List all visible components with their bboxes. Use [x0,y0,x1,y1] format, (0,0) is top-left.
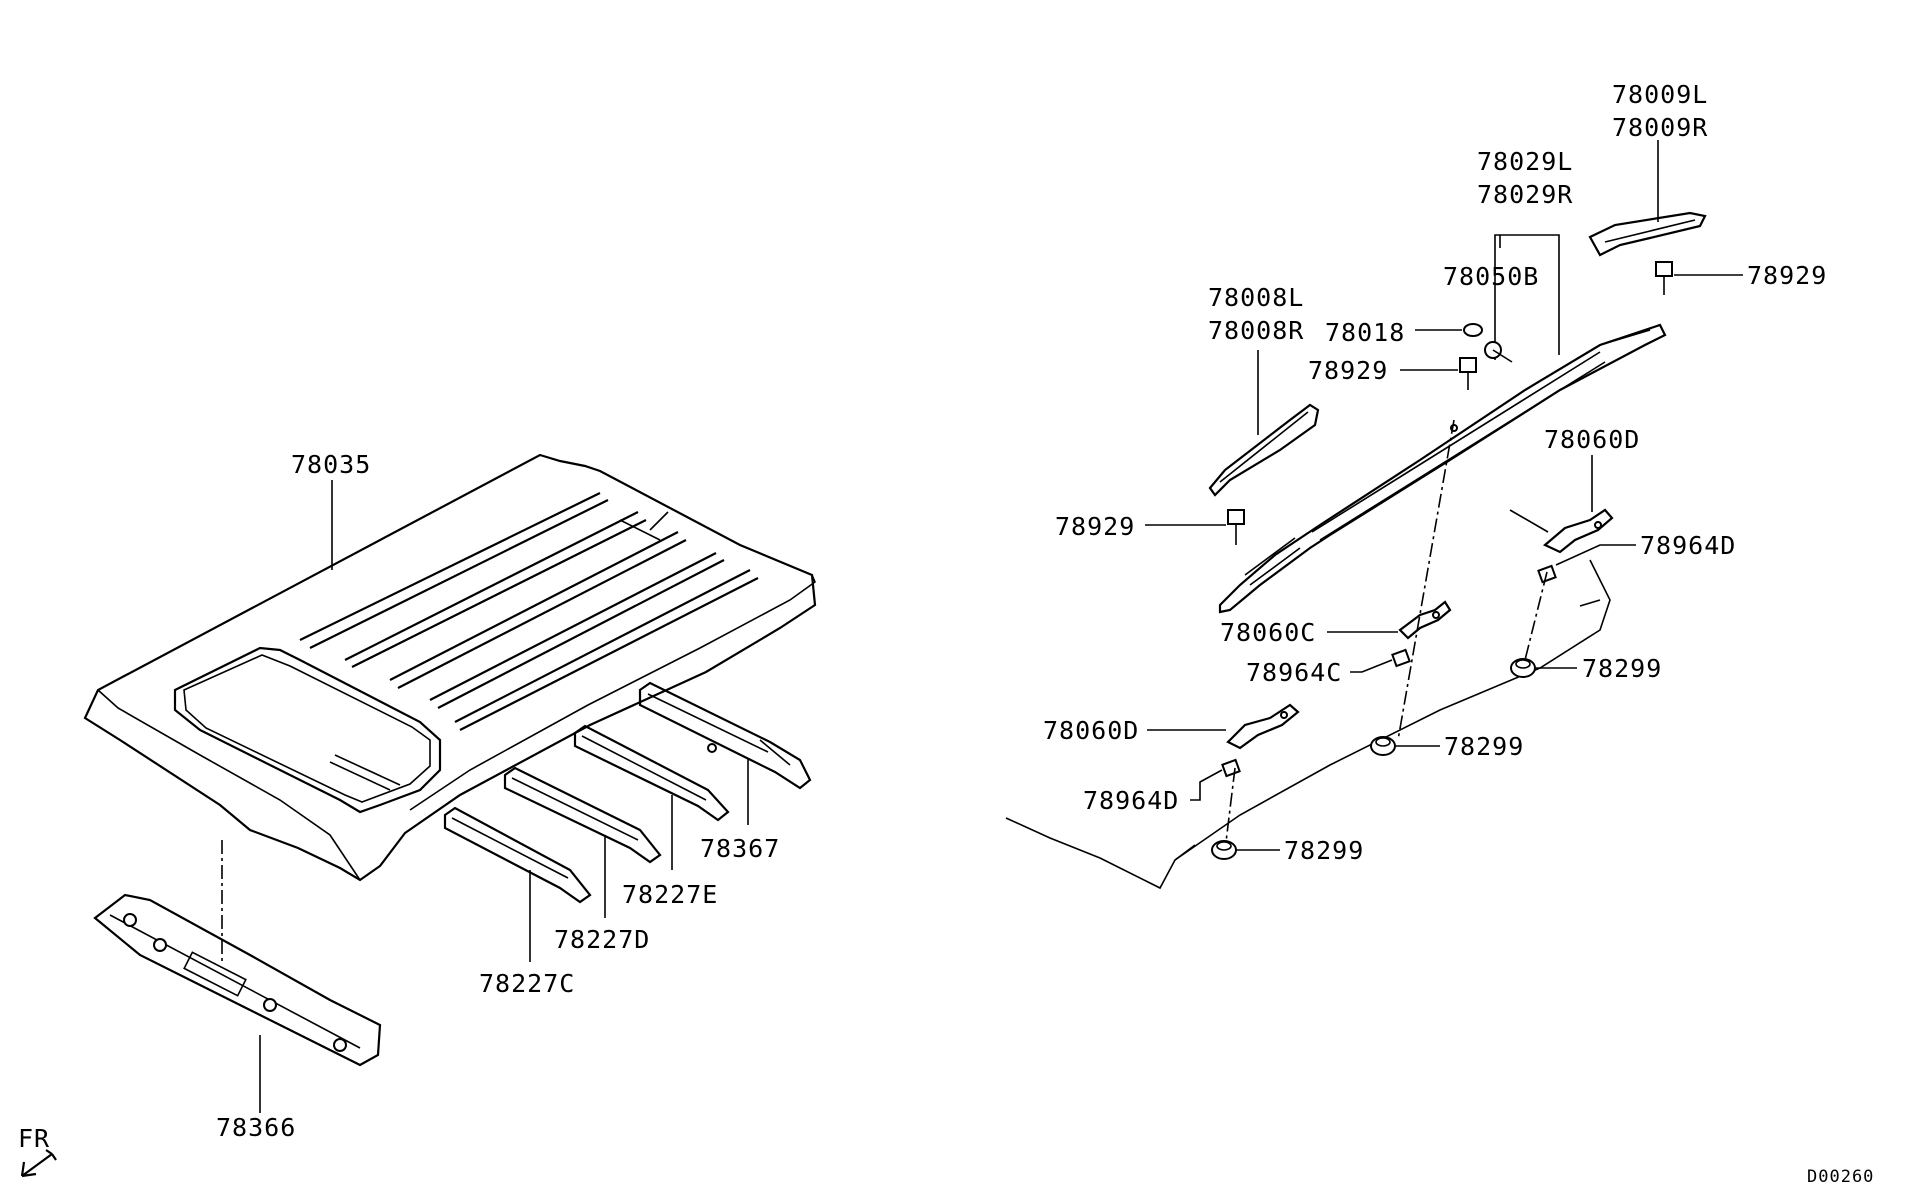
roof-bow-e [573,724,730,822]
rail-front-cover [1208,403,1320,497]
label-rear-header: 78367 [700,834,780,863]
fastener-axis-rear [1524,571,1548,661]
roof-bow-d [503,766,662,864]
bolt-front [1227,509,1245,545]
fastener-axis-front [1225,767,1236,843]
label-bolt-mid: 78929 [1308,356,1388,385]
label-spacer-front: 78964D [1083,786,1179,815]
fastener-axis-mid [1397,419,1455,741]
label-bow-c: 78227C [479,969,575,998]
bracket-mid [1398,600,1452,640]
label-rail-front-cover-r: 78008R [1208,316,1304,345]
leader-roof-rail [1494,234,1560,360]
bolt-rear [1655,261,1673,295]
label-bolt-rear: 78929 [1747,261,1827,290]
label-roof-rail-l: 78029L [1477,147,1573,176]
bolt-mid [1459,357,1477,390]
direction-label: FR [18,1124,50,1153]
rail-clip [1484,341,1513,363]
label-rail-rear-cover-l: 78009L [1612,80,1708,109]
rear-header [638,681,812,790]
bracket-front [1226,703,1300,750]
nut-mid [1370,736,1396,756]
nut-rear [1510,658,1536,678]
label-bow-d: 78227D [554,925,650,954]
roof-panel [83,453,817,882]
label-nut-rear: 78299 [1582,654,1662,683]
label-rail-rear-cover-r: 78009R [1612,113,1708,142]
label-roof-rail-r: 78029R [1477,180,1573,209]
label-bracket-mid: 78060C [1220,618,1316,647]
label-roof-panel: 78035 [291,450,371,479]
spacer-mid [1391,648,1411,668]
nut-front [1211,840,1237,860]
label-bolt-front: 78929 [1055,512,1135,541]
label-bow-e: 78227E [622,880,718,909]
label-bracket-front: 78060D [1043,716,1139,745]
label-front-header: 78366 [216,1113,296,1142]
rail-cap [1463,323,1483,337]
bracket-rear [1542,508,1614,554]
front-arrow-icon [20,1149,57,1178]
roof-rail [1218,323,1667,614]
label-nut-front: 78299 [1284,836,1364,865]
label-spacer-rear: 78964D [1640,531,1736,560]
roof-side-outline [1005,509,1611,890]
spacer-front [1221,758,1241,778]
label-rail-cap: 78018 [1325,318,1405,347]
diagram-code: D00260 [1807,1167,1874,1187]
label-bracket-rear: 78060D [1544,425,1640,454]
front-header [93,893,382,1067]
label-nut-mid: 78299 [1444,732,1524,761]
label-spacer-mid: 78964C [1246,658,1342,687]
leader-spacer-rear [1555,544,1636,566]
rail-rear-cover [1588,211,1707,257]
leader-spacer-mid [1350,659,1393,673]
label-rail-clip: 78050B [1443,262,1539,291]
roof-bow-c [443,806,592,904]
label-rail-front-cover-l: 78008L [1208,283,1304,312]
leader-spacer-front [1190,769,1223,801]
